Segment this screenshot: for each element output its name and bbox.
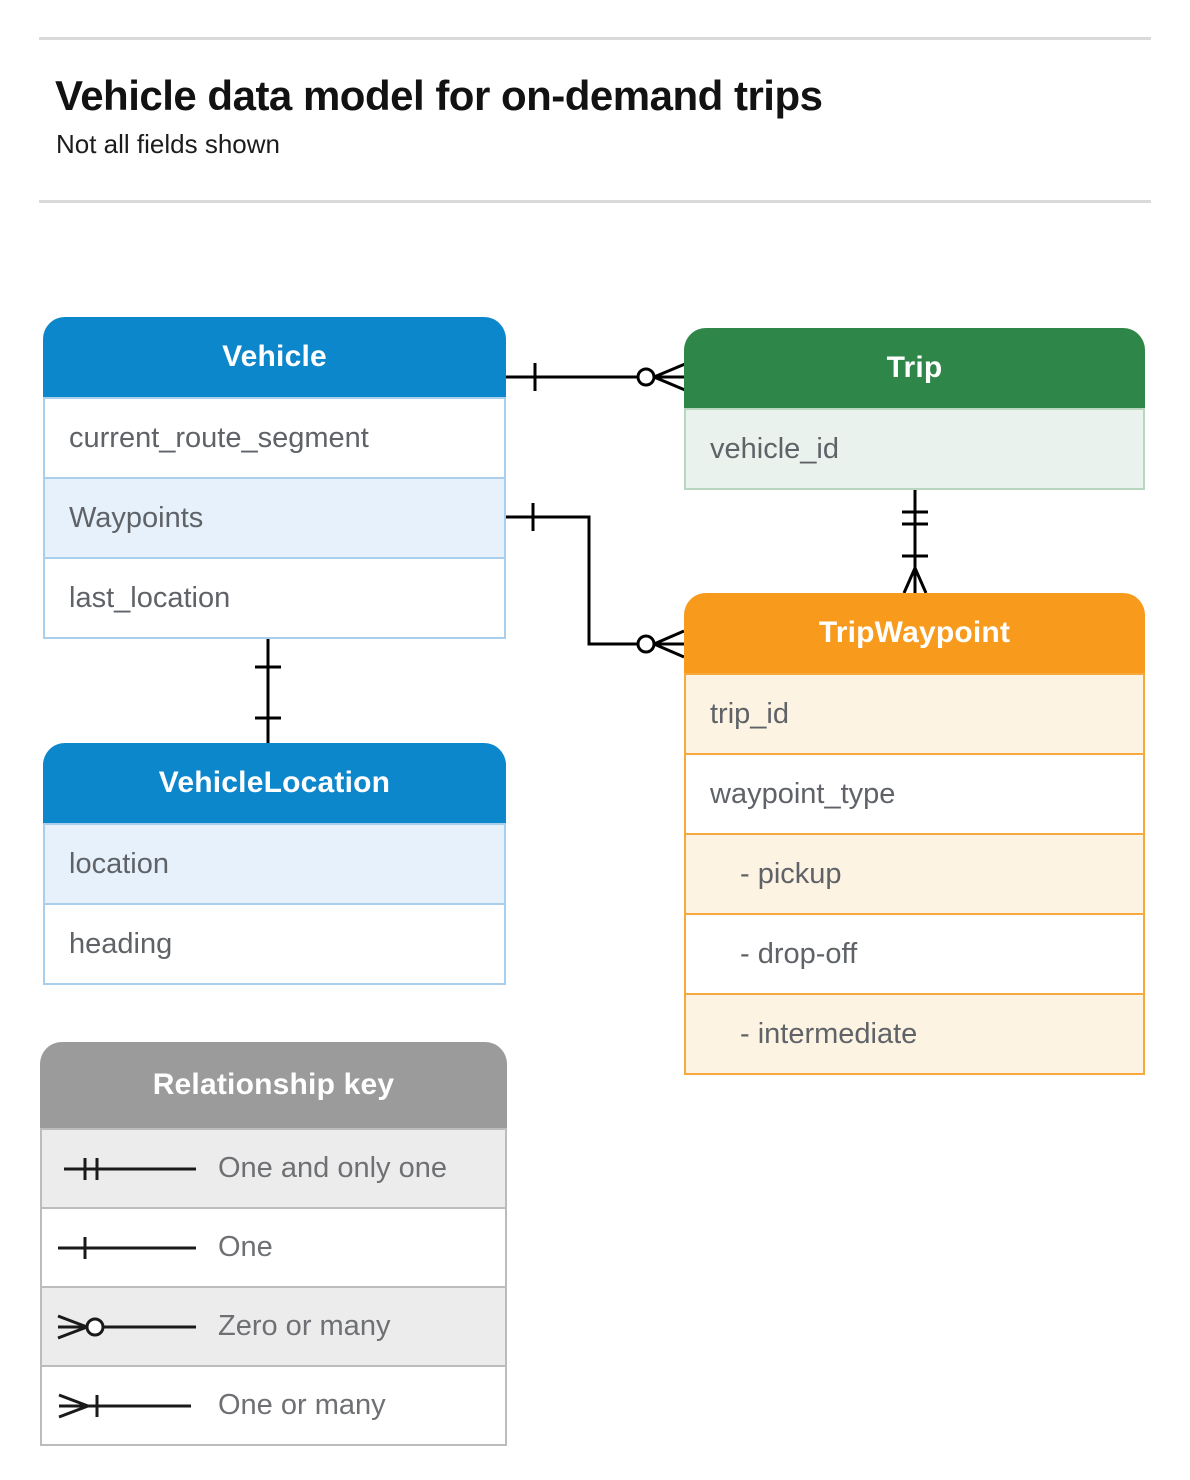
field-row: trip_id (686, 675, 1143, 753)
entity-vehicle: Vehicle current_route_segment Waypoints … (43, 317, 506, 639)
one-or-many-icon (58, 1393, 191, 1418)
zero-or-many-icon (57, 1314, 196, 1339)
field-row: vehicle_id (686, 410, 1143, 488)
legend-label: Zero or many (218, 1310, 391, 1342)
one-icon (58, 1236, 196, 1259)
legend-row: One or many (42, 1365, 505, 1444)
entity-vehiclelocation-title: VehicleLocation (43, 743, 506, 823)
legend-label: One and only one (218, 1152, 447, 1184)
legend-label: One (218, 1231, 273, 1263)
entity-vehicle-fields: current_route_segment Waypoints last_loc… (43, 397, 506, 639)
field-row: heading (45, 903, 504, 983)
field-row: - intermediate (686, 993, 1143, 1073)
field-row: current_route_segment (69, 421, 369, 454)
legend-label: One or many (218, 1389, 386, 1421)
field-row: location (45, 825, 504, 903)
entity-trip: Trip vehicle_id (684, 328, 1145, 490)
entity-vehiclelocation: VehicleLocation location heading (43, 743, 506, 985)
connector-waypoints-tripwaypoint (506, 503, 685, 659)
entity-tripwaypoint-title: TripWaypoint (684, 593, 1145, 673)
relationship-key: Relationship key One and only one One (40, 1042, 507, 1446)
entity-trip-title: Trip (684, 328, 1145, 408)
field-row: waypoint_type (686, 753, 1143, 833)
relationship-key-title: Relationship key (40, 1042, 507, 1128)
field-row: last_location (45, 557, 504, 637)
connector-vehicle-trip (506, 362, 686, 392)
legend-row: One and only one (42, 1130, 505, 1207)
one-and-only-one-icon (64, 1157, 196, 1180)
entity-tripwaypoint-fields: trip_id waypoint_type - pickup - drop-of… (684, 673, 1145, 1075)
entity-vehicle-title: Vehicle (43, 317, 506, 397)
field-row: - pickup (686, 833, 1143, 913)
connector-vehicle-vehiclelocation (255, 637, 281, 743)
legend-row: Zero or many (42, 1286, 505, 1365)
entity-trip-fields: vehicle_id (684, 408, 1145, 490)
field-row: - drop-off (686, 913, 1143, 993)
entity-tripwaypoint: TripWaypoint trip_id waypoint_type - pic… (684, 593, 1145, 1075)
connector-trip-tripwaypoint (902, 489, 928, 594)
entity-vehiclelocation-fields: location heading (43, 823, 506, 985)
field-row: Waypoints (45, 477, 504, 557)
page-title: Vehicle data model for on-demand trips (55, 72, 823, 119)
top-divider (39, 37, 1151, 40)
header-divider (39, 200, 1151, 203)
legend-row: One (42, 1207, 505, 1286)
page-subtitle: Not all fields shown (56, 129, 280, 159)
relationship-key-rows: One and only one One Zero or many (40, 1128, 507, 1446)
